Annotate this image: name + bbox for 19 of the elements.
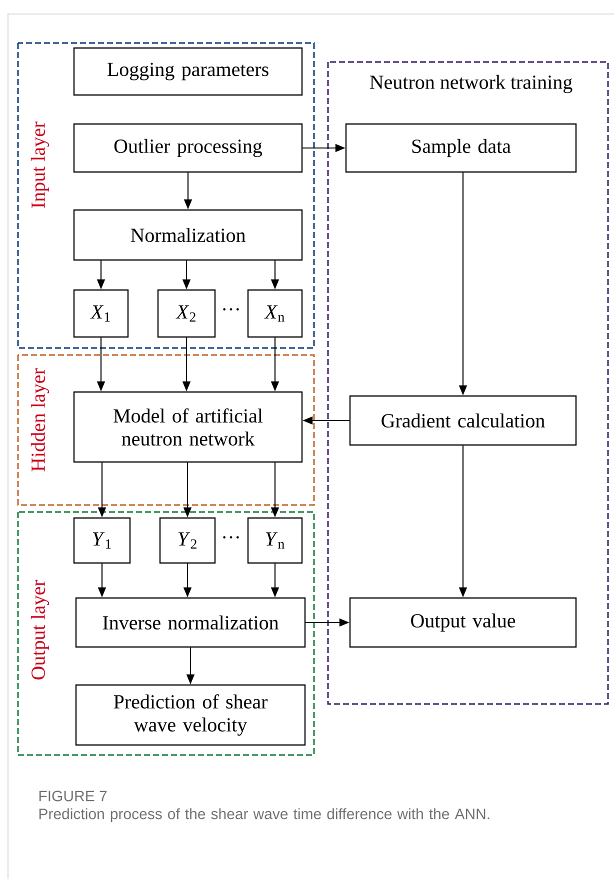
ellipsis: ··· bbox=[223, 308, 239, 310]
process-box: Sample data bbox=[345, 123, 577, 173]
process-box: Prediction of shear wave velocity bbox=[75, 684, 306, 746]
process-box: Gradient calculation bbox=[349, 395, 577, 446]
variable-box: X$_{2}$ bbox=[157, 289, 216, 338]
variable-box: Y$_{1}$ bbox=[73, 517, 131, 564]
figure-number: FIGURE 7 bbox=[39, 790, 107, 802]
process-box: Output value bbox=[349, 597, 577, 648]
ellipsis: ··· bbox=[223, 536, 239, 538]
caption: Prediction process of the shear wave time difference with the ANN. bbox=[39, 808, 490, 822]
process-box: Outlier processing bbox=[73, 123, 303, 173]
process-box: Inverse normalization bbox=[75, 597, 306, 648]
variable-box: Y$_{n}$ bbox=[247, 517, 303, 564]
variable-box: Y$_{2}$ bbox=[159, 517, 216, 564]
variable-box: X$_{1}$ bbox=[73, 289, 129, 338]
process-box: Normalization bbox=[73, 209, 303, 261]
variable-box: X$_{n}$ bbox=[247, 289, 303, 338]
process-box: Model of artificial neutron network bbox=[73, 391, 303, 463]
process-box: Logging parameters bbox=[73, 47, 303, 96]
